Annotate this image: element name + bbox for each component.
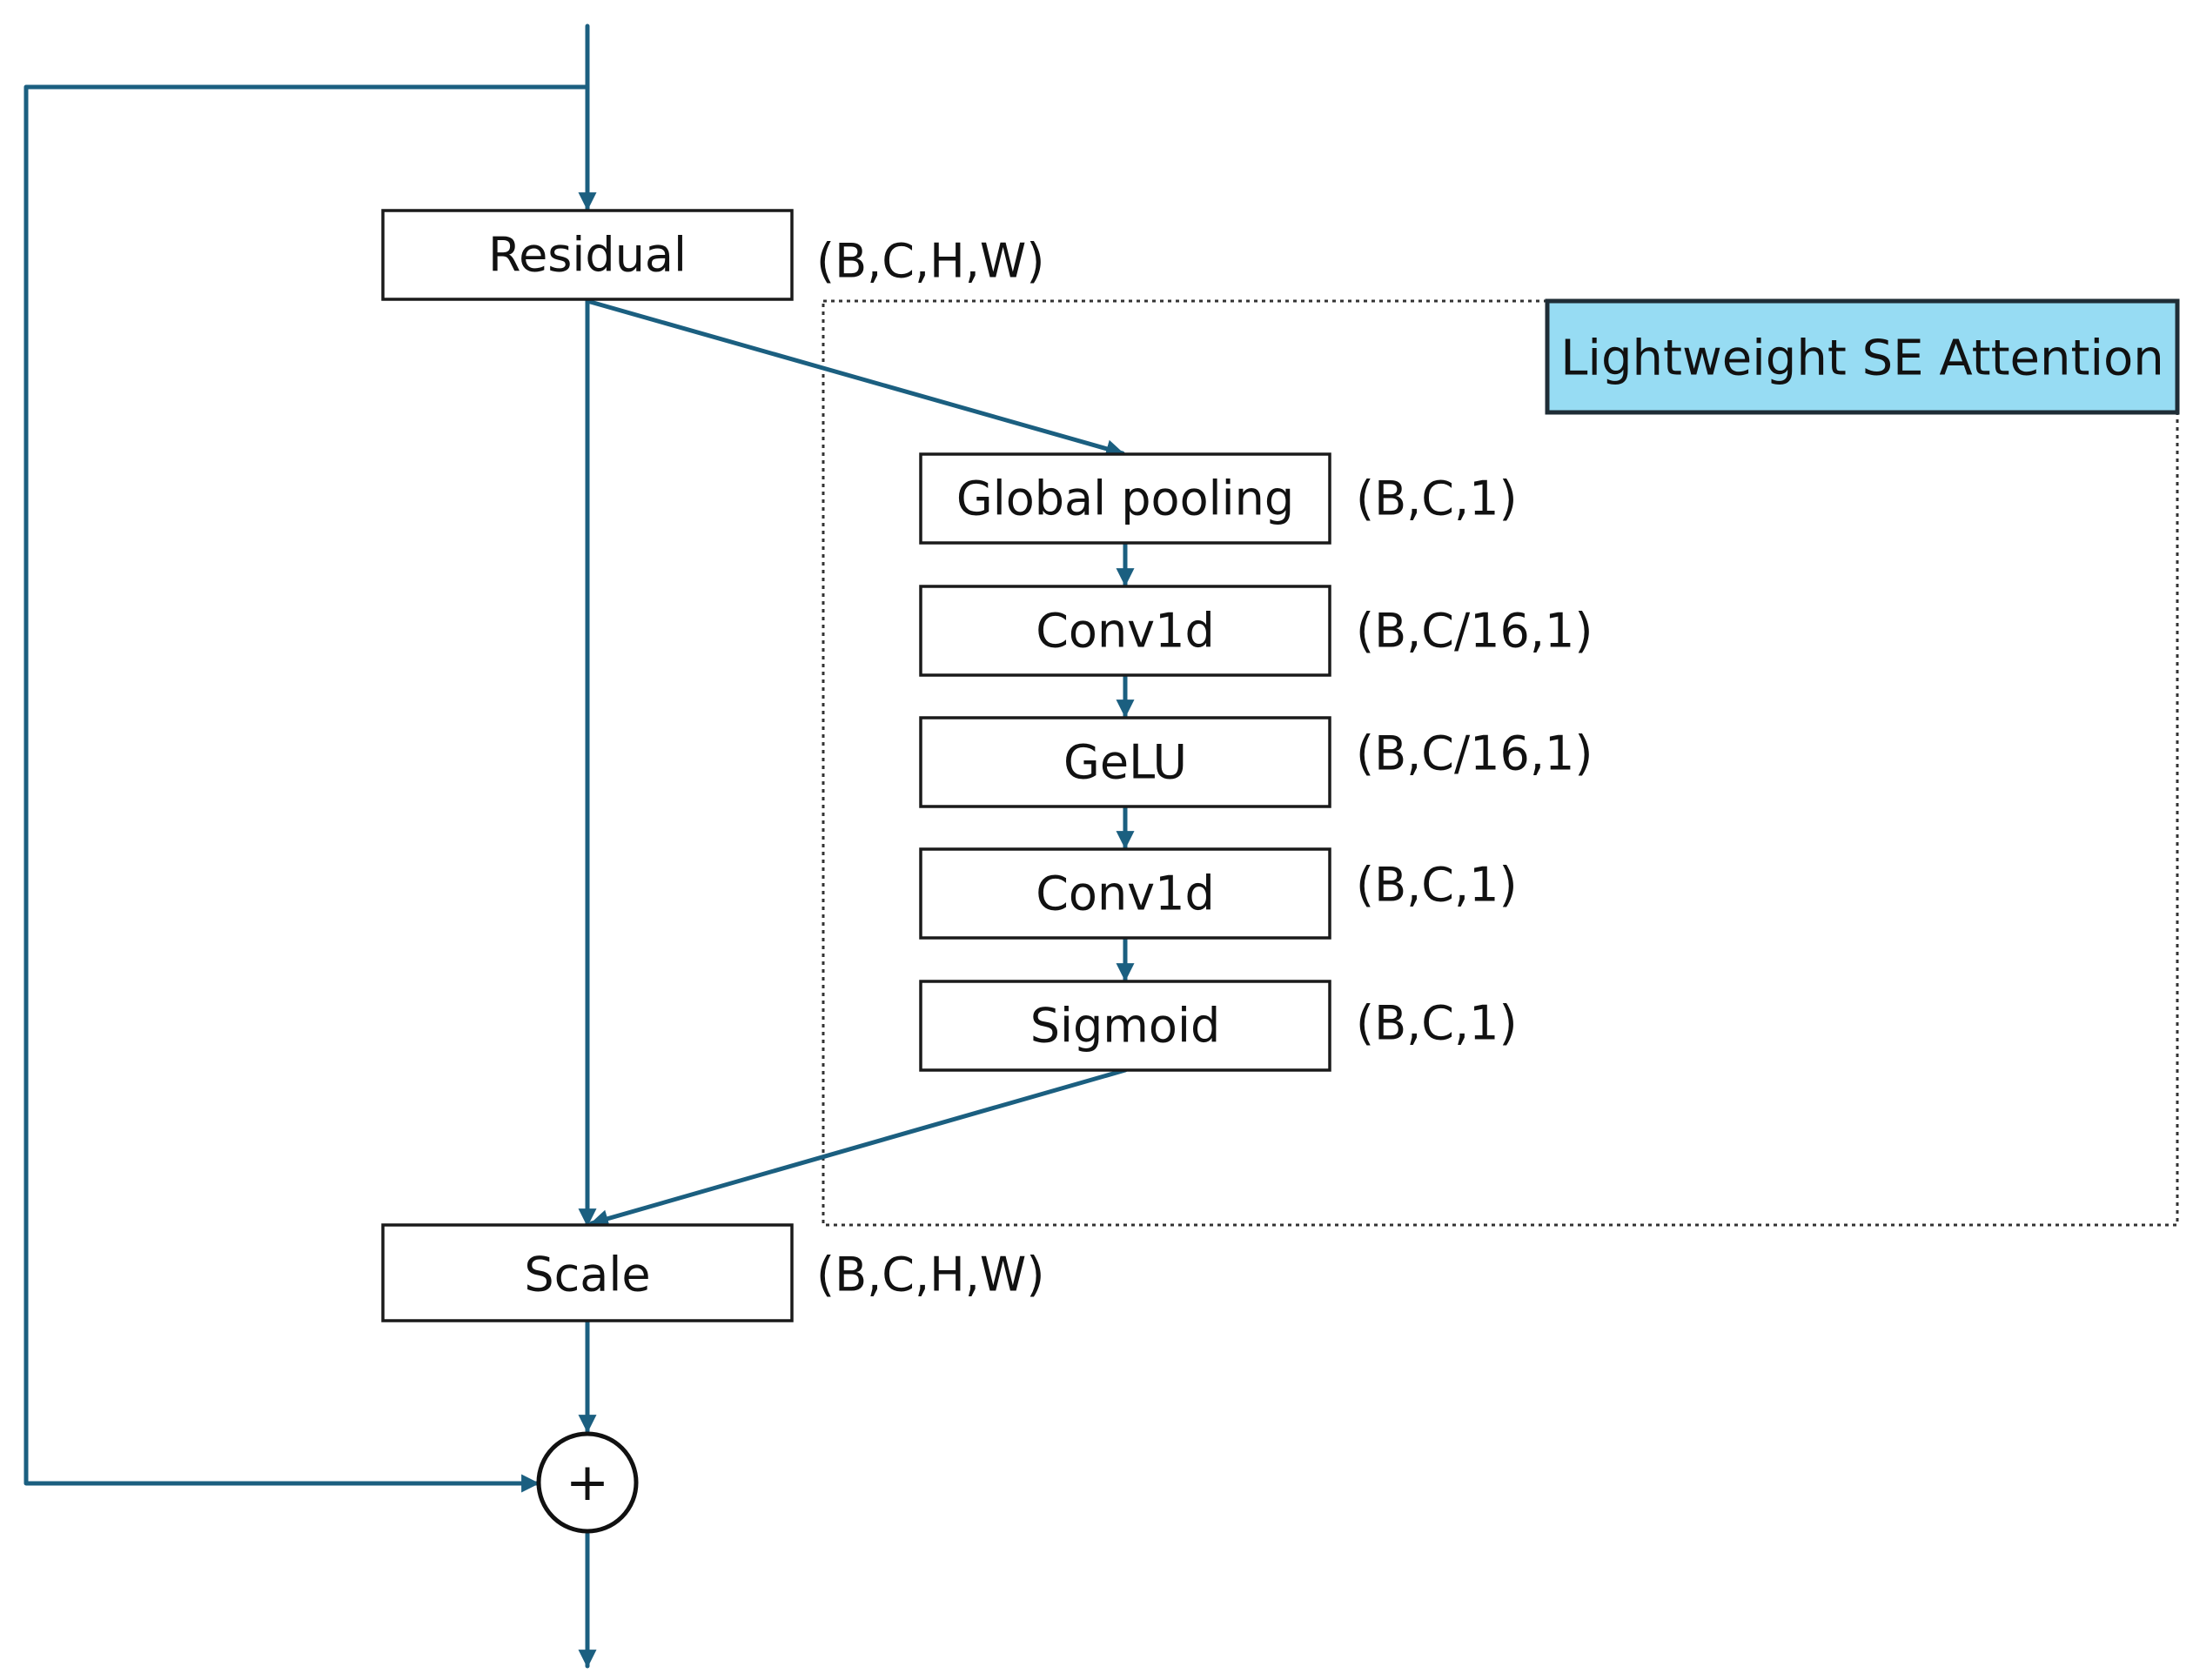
residual-node: Residual	[381, 209, 794, 301]
residual-box	[381, 209, 794, 301]
sum-circle	[536, 1431, 639, 1534]
gelu-label: GeLU	[1063, 735, 1187, 790]
sigmoid-label: Sigmoid	[1030, 999, 1220, 1054]
gelu-box	[919, 716, 1331, 808]
global-pooling-box	[919, 452, 1331, 545]
plus-icon: +	[566, 1452, 609, 1513]
conv1d-expand-label: Conv1d	[1036, 867, 1215, 921]
conv1d-reduce-box	[919, 585, 1331, 677]
global-pooling-label: Global pooling	[956, 472, 1294, 526]
skip-connection-line	[23, 84, 590, 1493]
conv1d-expand-box	[919, 847, 1331, 940]
edges	[23, 23, 1135, 1669]
attention-group-title-box	[1545, 298, 2180, 415]
sigmoid-box	[919, 980, 1331, 1072]
conv1d-reduce-node: Conv1d	[919, 585, 1331, 677]
conv1d-expand-shape-label: (B,C,1)	[1356, 858, 1518, 913]
conv1d-reduce-label: Conv1d	[1036, 604, 1215, 659]
scale-node: Scale	[381, 1223, 794, 1322]
conv1d-reduce-shape-label: (B,C/16,1)	[1356, 604, 1593, 659]
gelu-shape-label: (B,C/16,1)	[1356, 726, 1593, 781]
gelu-node: GeLU	[919, 716, 1331, 808]
residual-label: Residual	[488, 228, 687, 283]
sigmoid-shape-label: (B,C,1)	[1356, 996, 1518, 1051]
residual-to-pooling-arrow	[585, 298, 1125, 458]
attention-group-border	[822, 299, 2179, 1227]
scale-box	[381, 1223, 794, 1322]
global-pooling-node: Global pooling	[919, 452, 1331, 545]
sigmoid-to-scale-arrow	[589, 1068, 1128, 1228]
global-pooling-shape-label: (B,C,1)	[1356, 472, 1518, 526]
sigmoid-node: Sigmoid	[919, 980, 1331, 1072]
residual-shape-label: (B,C,H,W)	[816, 234, 1044, 289]
scale-label: Scale	[524, 1248, 650, 1302]
conv1d-expand-node: Conv1d	[919, 847, 1331, 940]
attention-group-title: Lightweight SE Attention	[1560, 331, 2164, 387]
sum-node: +	[536, 1431, 639, 1534]
scale-shape-label: (B,C,H,W)	[816, 1248, 1044, 1302]
